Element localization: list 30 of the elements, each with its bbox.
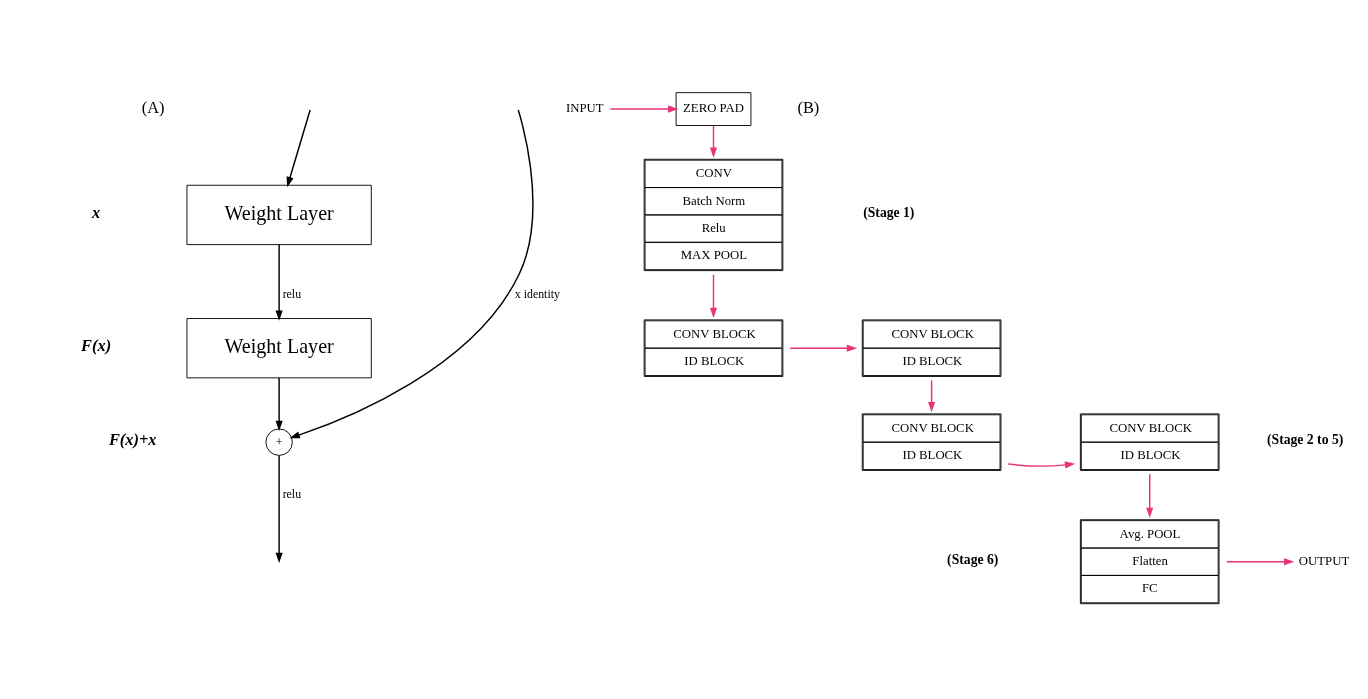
arrow	[1225, 557, 1295, 565]
label: (Stage 6)	[947, 551, 999, 567]
arrow	[1146, 473, 1154, 518]
arrow	[928, 379, 936, 412]
label: (B)	[797, 97, 820, 117]
label: F(x)	[81, 335, 112, 355]
arrow	[709, 273, 718, 318]
label: x	[92, 202, 101, 222]
arrow	[709, 124, 718, 158]
arrow	[286, 108, 311, 187]
arrow	[789, 344, 858, 352]
node-box: Weight Layer	[186, 184, 372, 245]
arrow	[1007, 460, 1076, 468]
arrow	[609, 105, 679, 113]
node-text: OUTPUT	[1298, 553, 1350, 568]
arrow	[275, 243, 283, 321]
label: (A)	[141, 97, 165, 117]
edge-label: relu	[282, 286, 302, 301]
node-text: INPUT	[566, 100, 604, 115]
node-circle: +	[265, 428, 293, 456]
edge-label: relu	[282, 486, 302, 501]
node-box: ZERO PAD	[675, 91, 752, 126]
label: (Stage 2 to 5)	[1266, 431, 1344, 447]
arrow	[275, 454, 283, 563]
node-box: Weight Layer	[186, 317, 372, 378]
arrow	[275, 376, 283, 431]
label: F(x)+x	[108, 429, 157, 449]
edge-label: x identity	[514, 286, 560, 301]
arrow	[289, 108, 534, 438]
label: (Stage 1)	[863, 204, 915, 220]
